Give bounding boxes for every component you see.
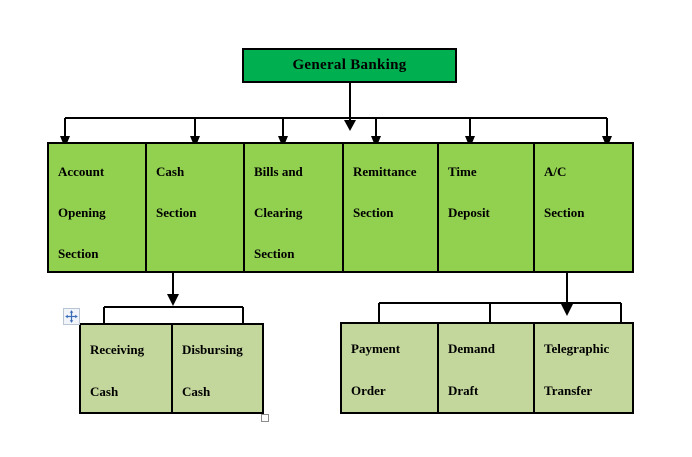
node-label-line: Section [58, 245, 99, 261]
node-label-line: Bills and [254, 163, 303, 179]
node-label-line: Time [448, 163, 477, 179]
node-label-line: Cash [90, 384, 119, 399]
node-ac-section[interactable]: A/C Section [533, 142, 634, 273]
node-bills-clearing-section[interactable]: Bills and Clearing Section [243, 142, 344, 273]
node-cash-section[interactable]: Cash Section [145, 142, 245, 273]
node-payment-order[interactable]: Payment Order [340, 322, 439, 414]
node-telegraphic-transfer[interactable]: Telegraphic Transfer [533, 322, 634, 414]
resize-object-handle[interactable] [261, 414, 269, 422]
move-four-way-arrow-icon [65, 310, 78, 323]
move-object-handle[interactable] [63, 308, 80, 325]
node-label-line: Cash [182, 384, 211, 399]
node-general-banking[interactable]: General Banking [242, 48, 457, 83]
node-label-line: Telegraphic [544, 341, 610, 356]
node-label-line: Section [156, 204, 197, 220]
node-label-line: Deposit [448, 204, 490, 220]
node-label-line: Transfer [544, 383, 593, 398]
node-label-line: Section [254, 245, 295, 261]
node-label-line: A/C [544, 163, 567, 179]
node-label-line: Section [353, 204, 394, 220]
node-label-line: Opening [58, 204, 106, 220]
node-label-line: Account [58, 163, 105, 179]
node-label-line: Payment [351, 341, 401, 356]
node-label-line: Order [351, 383, 386, 398]
node-label: General Banking [292, 57, 407, 73]
node-time-deposit[interactable]: Time Deposit [437, 142, 535, 273]
node-demand-draft[interactable]: Demand Draft [437, 322, 535, 414]
node-label-line: Section [544, 204, 585, 220]
connector-root-to-sections [60, 83, 612, 148]
node-label-line: Receiving [90, 342, 145, 357]
node-remittance-section[interactable]: Remittance Section [342, 142, 439, 273]
node-receiving-cash[interactable]: Receiving Cash [79, 323, 173, 414]
node-label-line: Demand [448, 341, 495, 356]
node-account-opening-section[interactable]: Account Opening Section [47, 142, 147, 273]
node-label-line: Remittance [353, 163, 417, 179]
node-label-line: Draft [448, 383, 479, 398]
node-label-line: Cash [156, 163, 185, 179]
node-disbursing-cash[interactable]: Disbursing Cash [171, 323, 264, 414]
node-label-line: Clearing [254, 204, 303, 220]
node-label-line: Disbursing [182, 342, 243, 357]
